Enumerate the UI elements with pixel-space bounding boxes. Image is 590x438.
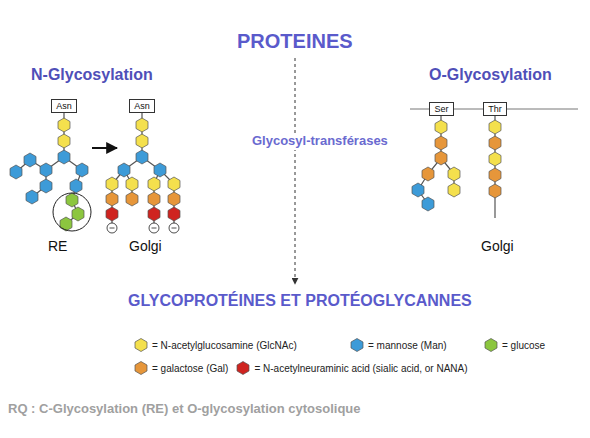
o-glycan-chains: [418, 115, 495, 218]
drawing-part: [72, 207, 84, 221]
legend-swatch: [134, 338, 148, 352]
section-heading: N-Glycosylation: [31, 66, 153, 84]
legend-swatch-hex: [135, 339, 147, 352]
drawing-part: [148, 192, 160, 206]
legend-swatch-hex: [135, 362, 147, 375]
amino-acid-label: Asn: [55, 100, 73, 112]
compartment-label: RE: [48, 238, 67, 254]
drawing-part: [448, 183, 460, 197]
dashed-arrow: [295, 58, 296, 284]
drawing-part: [489, 184, 501, 198]
legend-text: = N-acetylglucosamine (GlcNAc): [152, 340, 297, 351]
legend-text: = N-acetylneuraminic acid (sialic acid, …: [254, 363, 467, 374]
amino-acid-label: Asn: [133, 100, 151, 112]
legend-entry: = mannose (Man): [350, 338, 447, 352]
drawing-part: [60, 217, 72, 231]
drawing-part: [435, 136, 447, 150]
drawing-part: [16, 112, 82, 224]
glucose-circle: [53, 193, 91, 231]
drawing-part: [126, 177, 138, 191]
amino-acid-box: Asn: [129, 99, 155, 113]
er-glycan-tree: [16, 112, 82, 224]
legend-entry: = glucose: [484, 338, 545, 352]
amino-acid-box: Ser: [429, 102, 454, 116]
drawing-part: [154, 163, 166, 177]
o-sugars: [412, 120, 501, 211]
drawing-part: [136, 134, 148, 148]
transfer-arrow: [92, 147, 117, 149]
drawing-part: [168, 207, 180, 221]
drawing-part: [435, 151, 447, 165]
drawing-part: [412, 183, 424, 197]
legend-swatch: [134, 361, 148, 375]
drawing-part: [422, 197, 434, 211]
drawing-part: [418, 115, 495, 218]
legend-text: = glucose: [502, 340, 545, 351]
drawing-part: [489, 120, 501, 134]
legend-swatch: [350, 338, 364, 352]
amino-acid-label: Ser: [433, 103, 450, 115]
remark-note: RQ : C-Glycosylation (RE) et O-glycosyla…: [8, 402, 361, 417]
drawing-part: [422, 167, 434, 181]
drawing-part: [168, 177, 180, 191]
legend-text: = mannose (Man): [368, 340, 447, 351]
legend-swatch: [484, 338, 498, 352]
legend-swatch: [236, 361, 250, 375]
result-heading: GLYCOPROTÉINES ET PROTÉOGLYCANNES: [128, 292, 472, 310]
drawing-part: [26, 190, 38, 204]
drawing-part: [489, 152, 501, 166]
er-sugars: [10, 118, 88, 231]
drawing-part: [126, 192, 138, 206]
charge-symbols: [107, 223, 179, 233]
compartment-label: Golgi: [129, 238, 162, 254]
drawing-part: [40, 163, 52, 177]
drawing-part: [118, 163, 130, 177]
drawing-part: [136, 150, 148, 164]
golgi-sugars: [106, 118, 180, 221]
drawing-part: [148, 207, 160, 221]
drawing-part: [136, 118, 148, 132]
legend-swatch-hex: [237, 362, 249, 375]
amino-acid-label: Thr: [487, 103, 503, 115]
drawing-part: [58, 118, 70, 132]
drawing-part: [448, 167, 460, 181]
legend-entry: = N-acetylneuraminic acid (sialic acid, …: [236, 361, 467, 375]
enzyme-label: Glycosyl-transférases: [249, 133, 391, 150]
section-heading: O-Glycosylation: [429, 66, 552, 84]
legend-entry: = galactose (Gal): [134, 361, 228, 375]
drawing-part: [10, 165, 22, 179]
drawing-part: [106, 177, 118, 191]
drawing-part: [66, 193, 78, 207]
legend-swatch-hex: [351, 339, 363, 352]
drawing-part: [112, 112, 174, 224]
drawing-part: [106, 192, 118, 206]
legend-swatch-hex: [485, 339, 497, 352]
legend-entry: = N-acetylglucosamine (GlcNAc): [134, 338, 297, 352]
amino-acid-box: Thr: [483, 102, 507, 116]
amino-acid-box: Asn: [51, 99, 77, 113]
legend-text: = galactose (Gal): [152, 363, 228, 374]
drawing-part: [76, 163, 88, 177]
drawing-part: [489, 136, 501, 150]
drawing-part: [489, 168, 501, 182]
drawing-part: [148, 177, 160, 191]
drawing-part: [58, 134, 70, 148]
main-title: PROTEINES: [237, 30, 353, 53]
compartment-label: Golgi: [481, 238, 514, 254]
drawing-part: [435, 120, 447, 134]
golgi-glycan-tree: [112, 112, 174, 224]
drawing-part: [168, 192, 180, 206]
drawing-part: [106, 207, 118, 221]
drawing-part: [110, 228, 177, 229]
drawing-part: [40, 179, 52, 193]
drawing-part: [70, 179, 82, 193]
drawing-part: [58, 150, 70, 164]
drawing-part: [24, 153, 36, 167]
